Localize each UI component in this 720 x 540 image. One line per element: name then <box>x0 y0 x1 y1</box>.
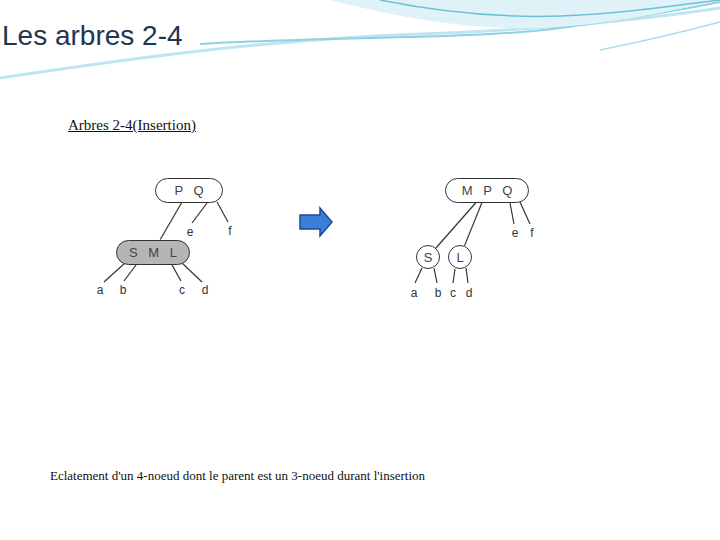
leaf-label: c <box>449 286 457 300</box>
leaf-label: c <box>178 283 186 297</box>
leaf-label: d <box>465 286 474 300</box>
tree-node: M P Q <box>445 178 529 203</box>
subtitle: Arbres 2-4(Insertion) <box>68 117 196 134</box>
leaf-label: d <box>201 283 210 297</box>
leaf-label: f <box>227 224 232 238</box>
tree-edge <box>160 203 181 240</box>
node-keys: M P Q <box>462 183 513 198</box>
leaf-label: e <box>186 225 195 239</box>
slide-title: Les arbres 2-4 <box>2 20 183 52</box>
swoosh <box>600 22 720 50</box>
tree-node-circle: S <box>416 245 440 269</box>
tree-node-circle: L <box>448 245 472 269</box>
node-keys: S M L <box>129 245 177 260</box>
node-keys: L <box>456 250 463 265</box>
swoosh <box>380 0 720 16</box>
leaf-label: a <box>410 286 419 300</box>
tree-node: S M L <box>116 240 190 265</box>
node-keys: P Q <box>174 183 203 198</box>
tree-node: P Q <box>155 178 223 203</box>
leaf-label: f <box>529 226 534 240</box>
tree-edge <box>436 203 476 248</box>
caption: Eclatement d'un 4-noeud dont le parent e… <box>50 468 425 484</box>
swoosh <box>330 0 720 28</box>
node-keys: S <box>424 250 433 265</box>
leaf-label: b <box>434 286 443 300</box>
tree-edge <box>464 203 481 246</box>
leaf-label: e <box>511 226 520 240</box>
leaf-label: b <box>119 283 128 297</box>
transform-arrow <box>300 208 332 236</box>
leaf-lines <box>104 202 530 283</box>
leaf-label: a <box>96 283 105 297</box>
